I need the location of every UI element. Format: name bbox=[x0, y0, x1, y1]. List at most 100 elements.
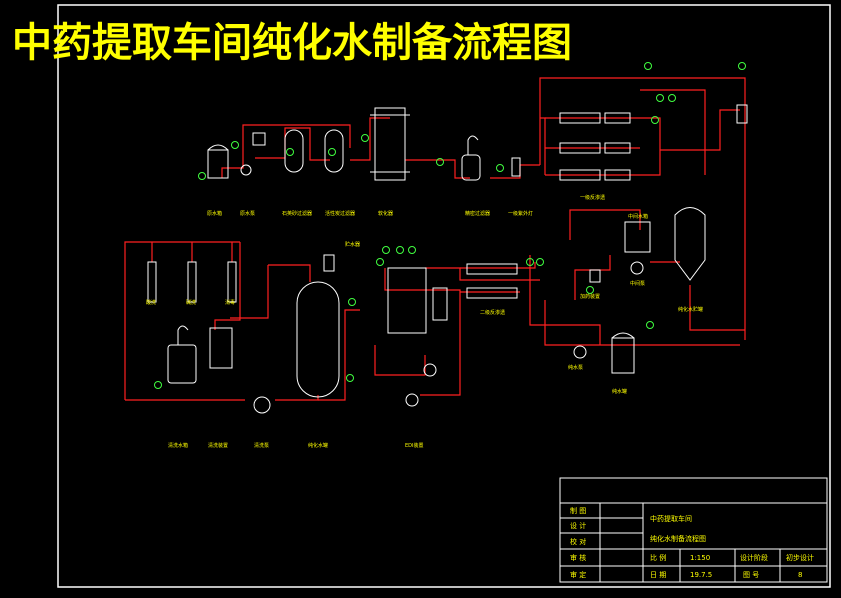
label-storage-tank: 纯化水贮罐 bbox=[678, 306, 703, 313]
storage-tank[interactable] bbox=[674, 207, 706, 281]
pure-tank[interactable] bbox=[611, 337, 635, 374]
title-block-text: 中药提取车间 纯化水制备流程图 制 图 设 计 校 对 审 核 审 定 比 例 … bbox=[570, 506, 814, 579]
titleblock-row-1: 设 计 bbox=[570, 521, 586, 530]
acid-tank-3[interactable] bbox=[227, 261, 237, 303]
label-edi: EDI装置 bbox=[405, 442, 423, 449]
pipe-storage-out bbox=[689, 285, 745, 331]
instrument-pi-21[interactable] bbox=[536, 258, 544, 266]
ro2-module-2[interactable] bbox=[466, 287, 518, 299]
edi-frame[interactable] bbox=[387, 267, 427, 334]
precision-filter[interactable] bbox=[461, 154, 481, 181]
instrument-pi-8[interactable] bbox=[644, 62, 652, 70]
ro-module-1[interactable] bbox=[559, 112, 601, 124]
instrument-pi-10[interactable] bbox=[656, 94, 664, 102]
cip-pump[interactable] bbox=[253, 396, 271, 414]
ph-adjust[interactable] bbox=[589, 269, 601, 283]
instruments bbox=[154, 62, 746, 389]
titleblock-stage-label: 设计阶段 bbox=[740, 553, 768, 562]
drawing-border bbox=[57, 4, 831, 588]
titleblock-row-4: 审 定 bbox=[570, 570, 586, 579]
titleblock-row-3: 审 核 bbox=[570, 553, 586, 562]
instrument-pi-6[interactable] bbox=[436, 158, 444, 166]
instrument-pi-23[interactable] bbox=[586, 286, 594, 294]
diagram-title: 中药提取车间纯化水制备流程图 bbox=[12, 20, 572, 66]
cip-device[interactable] bbox=[209, 327, 233, 369]
instrument-pi-7[interactable] bbox=[496, 164, 504, 172]
softener[interactable] bbox=[374, 107, 406, 181]
instrument-pi-22[interactable] bbox=[646, 321, 654, 329]
instrument-pi-4[interactable] bbox=[328, 148, 336, 156]
instrument-pi-19[interactable] bbox=[154, 381, 162, 389]
pipe-ro-header bbox=[540, 117, 546, 175]
titleblock-sheet-label: 图 号 bbox=[743, 571, 759, 579]
titleblock-org: 中药提取车间 bbox=[650, 514, 692, 523]
titleblock-frame bbox=[559, 477, 828, 583]
pipe-acid-to-tank bbox=[214, 242, 241, 330]
pipe-filter-row bbox=[255, 127, 330, 161]
pipe-acid-header bbox=[124, 241, 240, 400]
pipe-lower-return bbox=[544, 300, 740, 346]
label-mid-tank: 中间水箱 bbox=[628, 213, 648, 220]
titleblock-sheet-value: 8 bbox=[798, 571, 802, 579]
raw-water-tank[interactable] bbox=[207, 149, 229, 179]
precision-filter-hook bbox=[467, 135, 479, 155]
dosing-box[interactable] bbox=[252, 132, 266, 146]
instrument-pi-5[interactable] bbox=[361, 134, 369, 142]
ro-module-5[interactable] bbox=[604, 142, 631, 154]
cip-tank[interactable] bbox=[167, 344, 197, 384]
ro-module-4[interactable] bbox=[604, 112, 631, 124]
label-mid-pump: 中间泵 bbox=[630, 280, 645, 287]
instrument-pi-15[interactable] bbox=[408, 246, 416, 254]
pipe-raw-to-filters bbox=[221, 124, 351, 178]
instrument-pi-3[interactable] bbox=[286, 148, 294, 156]
instrument-pi-11[interactable] bbox=[668, 94, 676, 102]
ro-module-3[interactable] bbox=[559, 169, 601, 181]
acid-tank-2[interactable] bbox=[187, 261, 197, 303]
pipe-soft-to-precision bbox=[405, 159, 470, 179]
instrument-pi-13[interactable] bbox=[382, 246, 390, 254]
big-tank[interactable] bbox=[296, 281, 340, 398]
label-raw-water-tank: 原水箱 bbox=[207, 210, 222, 217]
acid-tank-1[interactable] bbox=[147, 261, 157, 303]
pure-pump[interactable] bbox=[573, 345, 587, 359]
pipe-carbon-to-soft bbox=[350, 117, 390, 161]
edi-unit[interactable] bbox=[736, 104, 748, 124]
top-unit[interactable] bbox=[323, 254, 335, 272]
instrument-pi-2[interactable] bbox=[231, 141, 239, 149]
label-cip-tank: 清洗水箱 bbox=[168, 442, 188, 449]
instrument-pi-9[interactable] bbox=[738, 62, 746, 70]
pure-tank-top bbox=[611, 332, 635, 339]
label-raw-pump: 原水泵 bbox=[240, 210, 255, 217]
sand-filter[interactable] bbox=[284, 129, 304, 173]
titleblock-row-0: 制 图 bbox=[570, 506, 586, 515]
instrument-pi-14[interactable] bbox=[396, 246, 404, 254]
pipe-top-return bbox=[230, 265, 269, 319]
instrument-pi-18[interactable] bbox=[346, 374, 354, 382]
pipe-mid-tank bbox=[569, 209, 641, 240]
raw-pump[interactable] bbox=[240, 164, 252, 176]
carbon-filter[interactable] bbox=[324, 129, 344, 173]
edi-pump-2[interactable] bbox=[405, 393, 419, 407]
ro-module-6[interactable] bbox=[604, 169, 631, 181]
label-acid-3: 消毒 bbox=[225, 299, 235, 306]
instrument-pi-20[interactable] bbox=[526, 258, 534, 266]
ro-module-2[interactable] bbox=[559, 142, 601, 154]
titleblock-stage-value: 初步设计 bbox=[786, 553, 814, 562]
instrument-pi-17[interactable] bbox=[348, 298, 356, 306]
label-pure-pump: 纯水泵 bbox=[568, 364, 583, 371]
mid-tank[interactable] bbox=[624, 221, 651, 253]
edi-pump-1[interactable] bbox=[423, 363, 437, 377]
uv-unit[interactable] bbox=[511, 157, 521, 177]
edi-column[interactable] bbox=[432, 287, 448, 321]
titleblock-date-value: 19.7.5 bbox=[690, 571, 712, 579]
instrument-pi-16[interactable] bbox=[376, 258, 384, 266]
mid-pump[interactable] bbox=[630, 261, 644, 275]
ro2-module-1[interactable] bbox=[466, 263, 518, 275]
pipe-ro2-out bbox=[520, 262, 536, 269]
pipe-ro-out bbox=[640, 117, 661, 176]
instrument-pi-1[interactable] bbox=[198, 172, 206, 180]
titleblock-scale-value: 1:150 bbox=[690, 554, 710, 562]
instrument-pi-12[interactable] bbox=[651, 116, 659, 124]
